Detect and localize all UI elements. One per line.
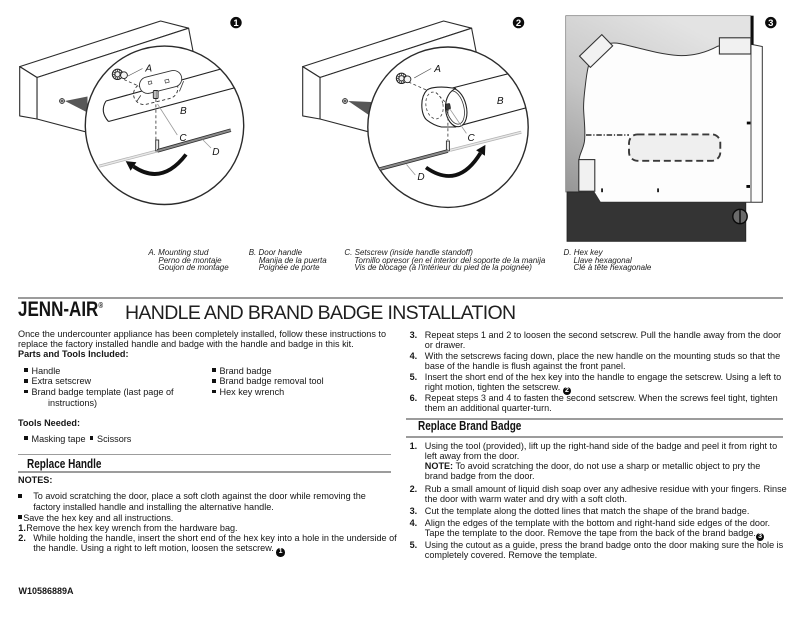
svg-text:D: D	[417, 172, 424, 183]
svg-text:A: A	[433, 64, 441, 75]
svg-text:C: C	[468, 133, 476, 144]
svg-text:B: B	[180, 106, 187, 117]
svg-text:B: B	[497, 96, 504, 107]
svg-text:2: 2	[516, 18, 521, 29]
svg-text:C: C	[179, 133, 187, 144]
svg-text:3: 3	[768, 18, 773, 29]
svg-text:1: 1	[233, 18, 239, 29]
svg-text:A: A	[144, 63, 152, 74]
svg-text:D: D	[212, 147, 219, 158]
